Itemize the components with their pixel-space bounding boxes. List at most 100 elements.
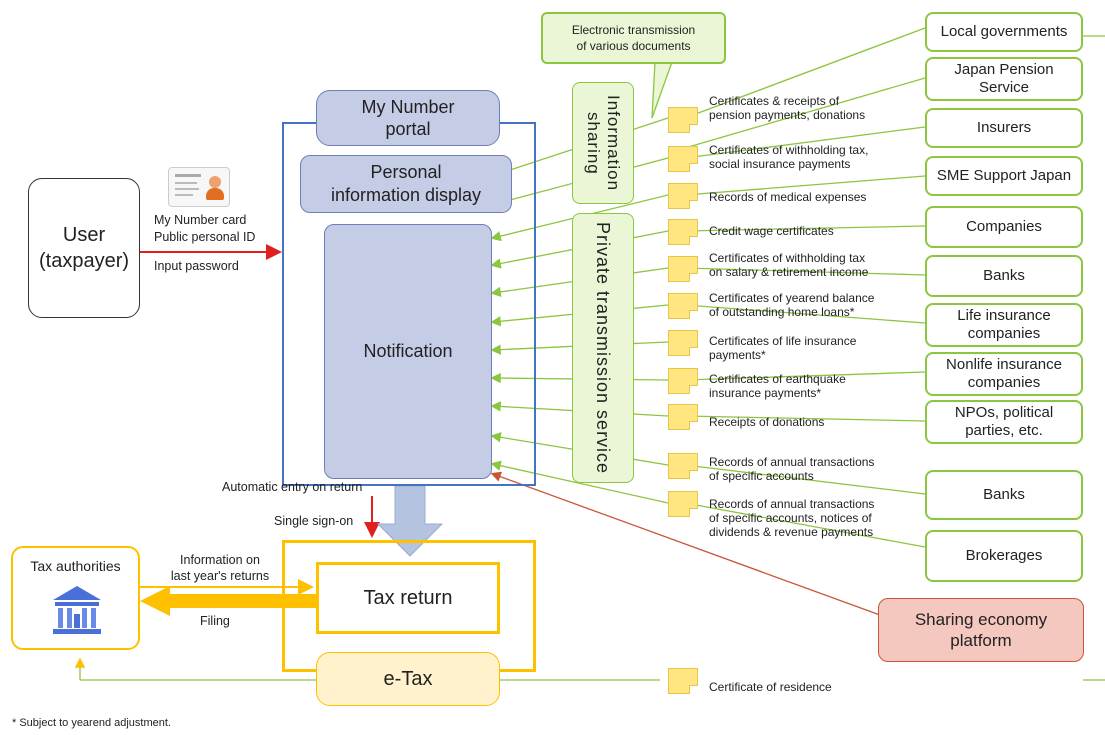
doc-line2: pension payments, donations [709,108,866,122]
info-last-year-line1: Information on [180,553,260,567]
doc-line2: on salary & retirement income [709,265,869,279]
org-sme-support-japan: SME Support Japan [925,156,1083,196]
org-label: Companies [966,218,1042,235]
tax-authorities-box: Tax authorities [11,546,140,650]
doc-line1: Certificates of earthquake [709,372,846,386]
my-number-portal: My Number portal [316,90,500,146]
document-label: Credit wage certificates [709,224,919,238]
org-label: Insurers [976,119,1032,136]
callout-electronic-transmission: Electronic transmission of various docum… [541,12,726,64]
org-insurers: Insurers [925,108,1083,148]
card-label: My Number card Public personal ID [154,212,274,246]
org-npos-political-parties: NPOs, political parties, etc. [925,400,1083,444]
private-transmission-service: Private transmission service [572,213,634,483]
info-last-year-line2: last year's returns [170,569,270,583]
notification-box: Notification [324,224,492,479]
automatic-entry-label: Automatic entry on return [222,480,363,494]
callout-line1: Electronic transmission [571,23,696,37]
org-label: NPOs, political [954,404,1054,421]
etax-box: e-Tax [316,652,500,706]
sharing-economy-platform: Sharing economy platform [878,598,1084,662]
document-label: Certificates & receipts of pension payme… [709,94,919,122]
org-nonlife-insurance-companies: Nonlife insurance companies [925,352,1083,396]
org-label-line2: companies [967,325,1041,342]
document-label: Records of annual transactions of specif… [709,497,919,539]
private-transmission-text: Private transmission service [593,221,613,475]
doc-line1: Certificates of life insurance [709,334,857,348]
document-icon [668,453,698,479]
doc-line1: Records of medical expenses [709,190,867,204]
document-label: Records of annual transactions of specif… [709,455,919,483]
information-sharing: Information sharing [572,82,634,204]
org-label: Life insurance [957,307,1051,324]
callout-line2: of various documents [576,39,691,53]
document-icon [668,491,698,517]
building-icon [53,586,101,634]
tax-return-box: Tax return [316,562,500,634]
certificate-residence-label: Certificate of residence [709,680,832,694]
doc-line2: insurance payments* [709,386,822,400]
card-line1: My Number card [154,213,247,227]
document-icon [668,183,698,209]
doc-line2: of specific accounts [709,469,814,483]
org-label: Banks [983,267,1025,284]
card-line2: Public personal ID [154,230,256,244]
doc-line1: Certificates of yearend balance [709,291,875,305]
user-label: User [62,224,106,246]
info-sharing-text: Information sharing [583,95,623,191]
id-card-icon [168,167,230,207]
document-icon [668,668,698,694]
doc-line1: Certificates of withholding tax, [709,143,869,157]
document-icon [668,256,698,282]
document-label: Certificates of yearend balance of outst… [709,291,919,319]
org-local-governments: Local governments [925,12,1083,52]
portal-line1: My Number [361,97,455,117]
org-label: Nonlife insurance [946,356,1062,373]
document-label: Records of medical expenses [709,190,919,204]
doc-line2: of outstanding home loans* [709,305,855,319]
tax-authorities-label: Tax authorities [30,558,121,574]
document-label: Receipts of donations [709,415,919,429]
document-icon [668,368,698,394]
doc-line3: dividends & revenue payments [709,525,874,539]
single-sign-on-label: Single sign-on [274,514,354,528]
user-sublabel: (taxpayer) [38,250,130,272]
org-label: Brokerages [965,547,1043,564]
etax-label: e-Tax [383,667,433,690]
doc-line2: of specific accounts, notices of [709,511,872,525]
info-last-year-label: Information on last year's returns [160,552,280,584]
info-sharing-line2: sharing [584,111,603,175]
personal-info-line1: Personal [370,162,442,182]
filing-label: Filing [200,614,230,628]
document-icon [668,293,698,319]
doc-line2: social insurance payments [709,157,851,171]
tax-return-label: Tax return [363,586,453,609]
user-box: User (taxpayer) [28,178,140,318]
org-life-insurance-companies: Life insurance companies [925,303,1083,347]
org-label-line2: companies [967,374,1041,391]
doc-line1: Records of annual transactions [709,497,875,511]
org-banks-2: Banks [925,470,1083,520]
input-password-label: Input password [154,259,239,273]
document-label: Certificates of earthquake insurance pay… [709,372,919,400]
doc-line1: Certificates of withholding tax [709,251,866,265]
sharing-economy-line1: Sharing economy [914,610,1048,629]
org-banks: Banks [925,255,1083,297]
footnote: * Subject to yearend adjustment. [12,717,171,729]
doc-line1: Records of annual transactions [709,455,875,469]
doc-line2: payments* [709,348,766,362]
doc-line1: Credit wage certificates [709,224,834,238]
document-icon [668,107,698,133]
document-label: Certificates of withholding tax, social … [709,143,919,171]
document-icon [668,330,698,356]
org-japan-pension-service: Japan Pension Service [925,57,1083,101]
org-label: Japan Pension [954,61,1054,78]
notification-label: Notification [363,341,453,361]
document-icon [668,146,698,172]
sharing-economy-line2: platform [950,631,1012,650]
portal-line2: portal [385,119,431,139]
personal-info-line2: information display [330,185,482,205]
org-label: Banks [983,486,1025,503]
doc-line1: Certificates & receipts of [709,94,840,108]
document-icon [668,404,698,430]
